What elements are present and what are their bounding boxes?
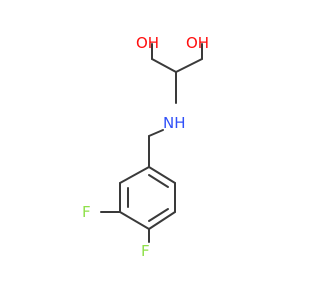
atom-labels: OH OH NH F F <box>82 34 209 260</box>
bonds <box>100 43 203 243</box>
atom-f-bottom: F <box>141 242 150 260</box>
bond-ch2-right-ch <box>175 58 203 73</box>
bond-ch2-left-ch <box>151 58 177 73</box>
ring-bond-6 <box>148 166 176 184</box>
structure-canvas: OH OH NH F F <box>82 34 209 260</box>
atom-oh-left: OH <box>136 34 159 52</box>
ring-double-3 <box>148 174 169 188</box>
molecule-structure: OH OH NH F F <box>82 34 209 260</box>
ring-bond-4 <box>148 211 176 230</box>
atom-f-left: F <box>82 203 91 221</box>
atom-nh: NH <box>163 114 186 132</box>
ring-bond-1 <box>119 166 150 184</box>
ring-double-2 <box>148 208 169 222</box>
atom-oh-right: OH <box>186 34 209 52</box>
bond-nh-ch2 <box>148 129 164 137</box>
ring-bond-3 <box>119 211 150 230</box>
